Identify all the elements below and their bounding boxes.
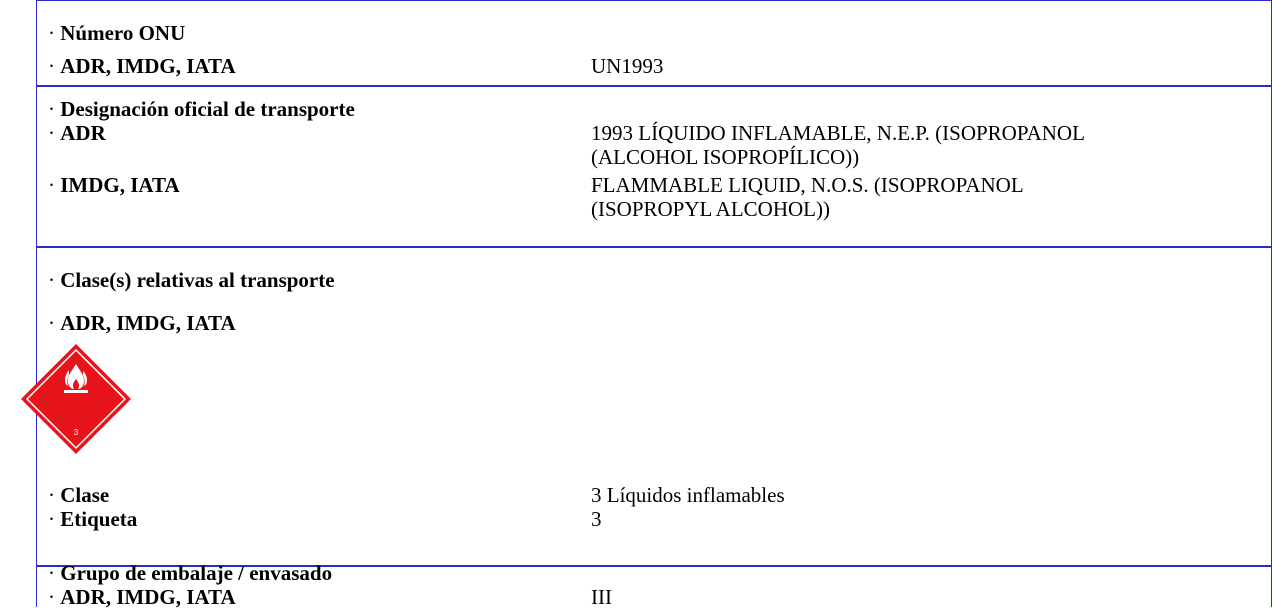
section-shipping-name: · Designación oficial de transporte · AD… bbox=[37, 87, 1271, 248]
flame-icon bbox=[64, 364, 88, 393]
row-value-line: 1993 LÍQUIDO INFLAMABLE, N.E.P. (ISOPROP… bbox=[591, 121, 1085, 145]
label-text: ADR, IMDG, IATA bbox=[60, 585, 236, 609]
bullet: · bbox=[48, 21, 55, 45]
row-label: · ADR, IMDG, IATA bbox=[48, 585, 236, 609]
bullet: · bbox=[48, 311, 55, 335]
subheading-text: ADR, IMDG, IATA bbox=[60, 311, 236, 335]
label-text: ADR bbox=[60, 121, 106, 145]
row-label: · Etiqueta bbox=[48, 507, 137, 531]
placard-diamond bbox=[21, 344, 131, 454]
flammable-liquid-placard-icon: 3 bbox=[21, 344, 131, 454]
section-un-number: · Número ONU · ADR, IMDG, IATA UN1993 bbox=[37, 1, 1271, 87]
section-heading: · Grupo de embalaje / envasado bbox=[48, 561, 332, 585]
label-text: Clase bbox=[60, 483, 110, 507]
section-heading: · Designación oficial de transporte bbox=[48, 97, 355, 121]
placard-class-number: 3 bbox=[74, 428, 79, 437]
bullet: · bbox=[48, 97, 55, 121]
bullet: · bbox=[48, 121, 55, 145]
bullet: · bbox=[48, 561, 55, 585]
row-label: · ADR, IMDG, IATA bbox=[48, 54, 236, 78]
placard-inner-border bbox=[25, 348, 127, 450]
bullet: · bbox=[48, 173, 55, 197]
section-hazard-class: · Clase(s) relativas al transporte · ADR… bbox=[37, 248, 1271, 567]
bullet: · bbox=[48, 54, 55, 78]
bullet: · bbox=[48, 507, 55, 531]
bullet: · bbox=[48, 585, 55, 609]
row-value: III bbox=[591, 585, 612, 609]
row-value-line: (ALCOHOL ISOPROPÍLICO)) bbox=[591, 145, 860, 169]
transport-info-table: · Número ONU · ADR, IMDG, IATA UN1993 · … bbox=[36, 0, 1272, 609]
row-value: UN1993 bbox=[591, 54, 664, 78]
section-heading: · Clase(s) relativas al transporte bbox=[48, 268, 335, 292]
bullet: · bbox=[48, 483, 55, 507]
heading-text: Clase(s) relativas al transporte bbox=[60, 268, 335, 292]
row-value: 3 bbox=[591, 507, 602, 531]
label-text: IMDG, IATA bbox=[60, 173, 180, 197]
label-text: ADR, IMDG, IATA bbox=[60, 54, 236, 78]
heading-text: Designación oficial de transporte bbox=[60, 97, 355, 121]
label-text: Etiqueta bbox=[60, 507, 138, 531]
row-label: · Clase bbox=[48, 483, 109, 507]
section-heading: · Número ONU bbox=[48, 21, 185, 45]
row-value: 3 Líquidos inflamables bbox=[591, 483, 785, 507]
row-label: · IMDG, IATA bbox=[48, 173, 180, 197]
heading-text: Número ONU bbox=[60, 21, 186, 45]
row-value-line: (ISOPROPYL ALCOHOL)) bbox=[591, 197, 830, 221]
bullet: · bbox=[48, 268, 55, 292]
subheading: · ADR, IMDG, IATA bbox=[48, 311, 236, 335]
heading-text: Grupo de embalaje / envasado bbox=[60, 561, 333, 585]
row-value-line: FLAMMABLE LIQUID, N.O.S. (ISOPROPANOL bbox=[591, 173, 1024, 197]
row-label: · ADR bbox=[48, 121, 106, 145]
section-packing-group: · Grupo de embalaje / envasado · ADR, IM… bbox=[37, 561, 1271, 609]
